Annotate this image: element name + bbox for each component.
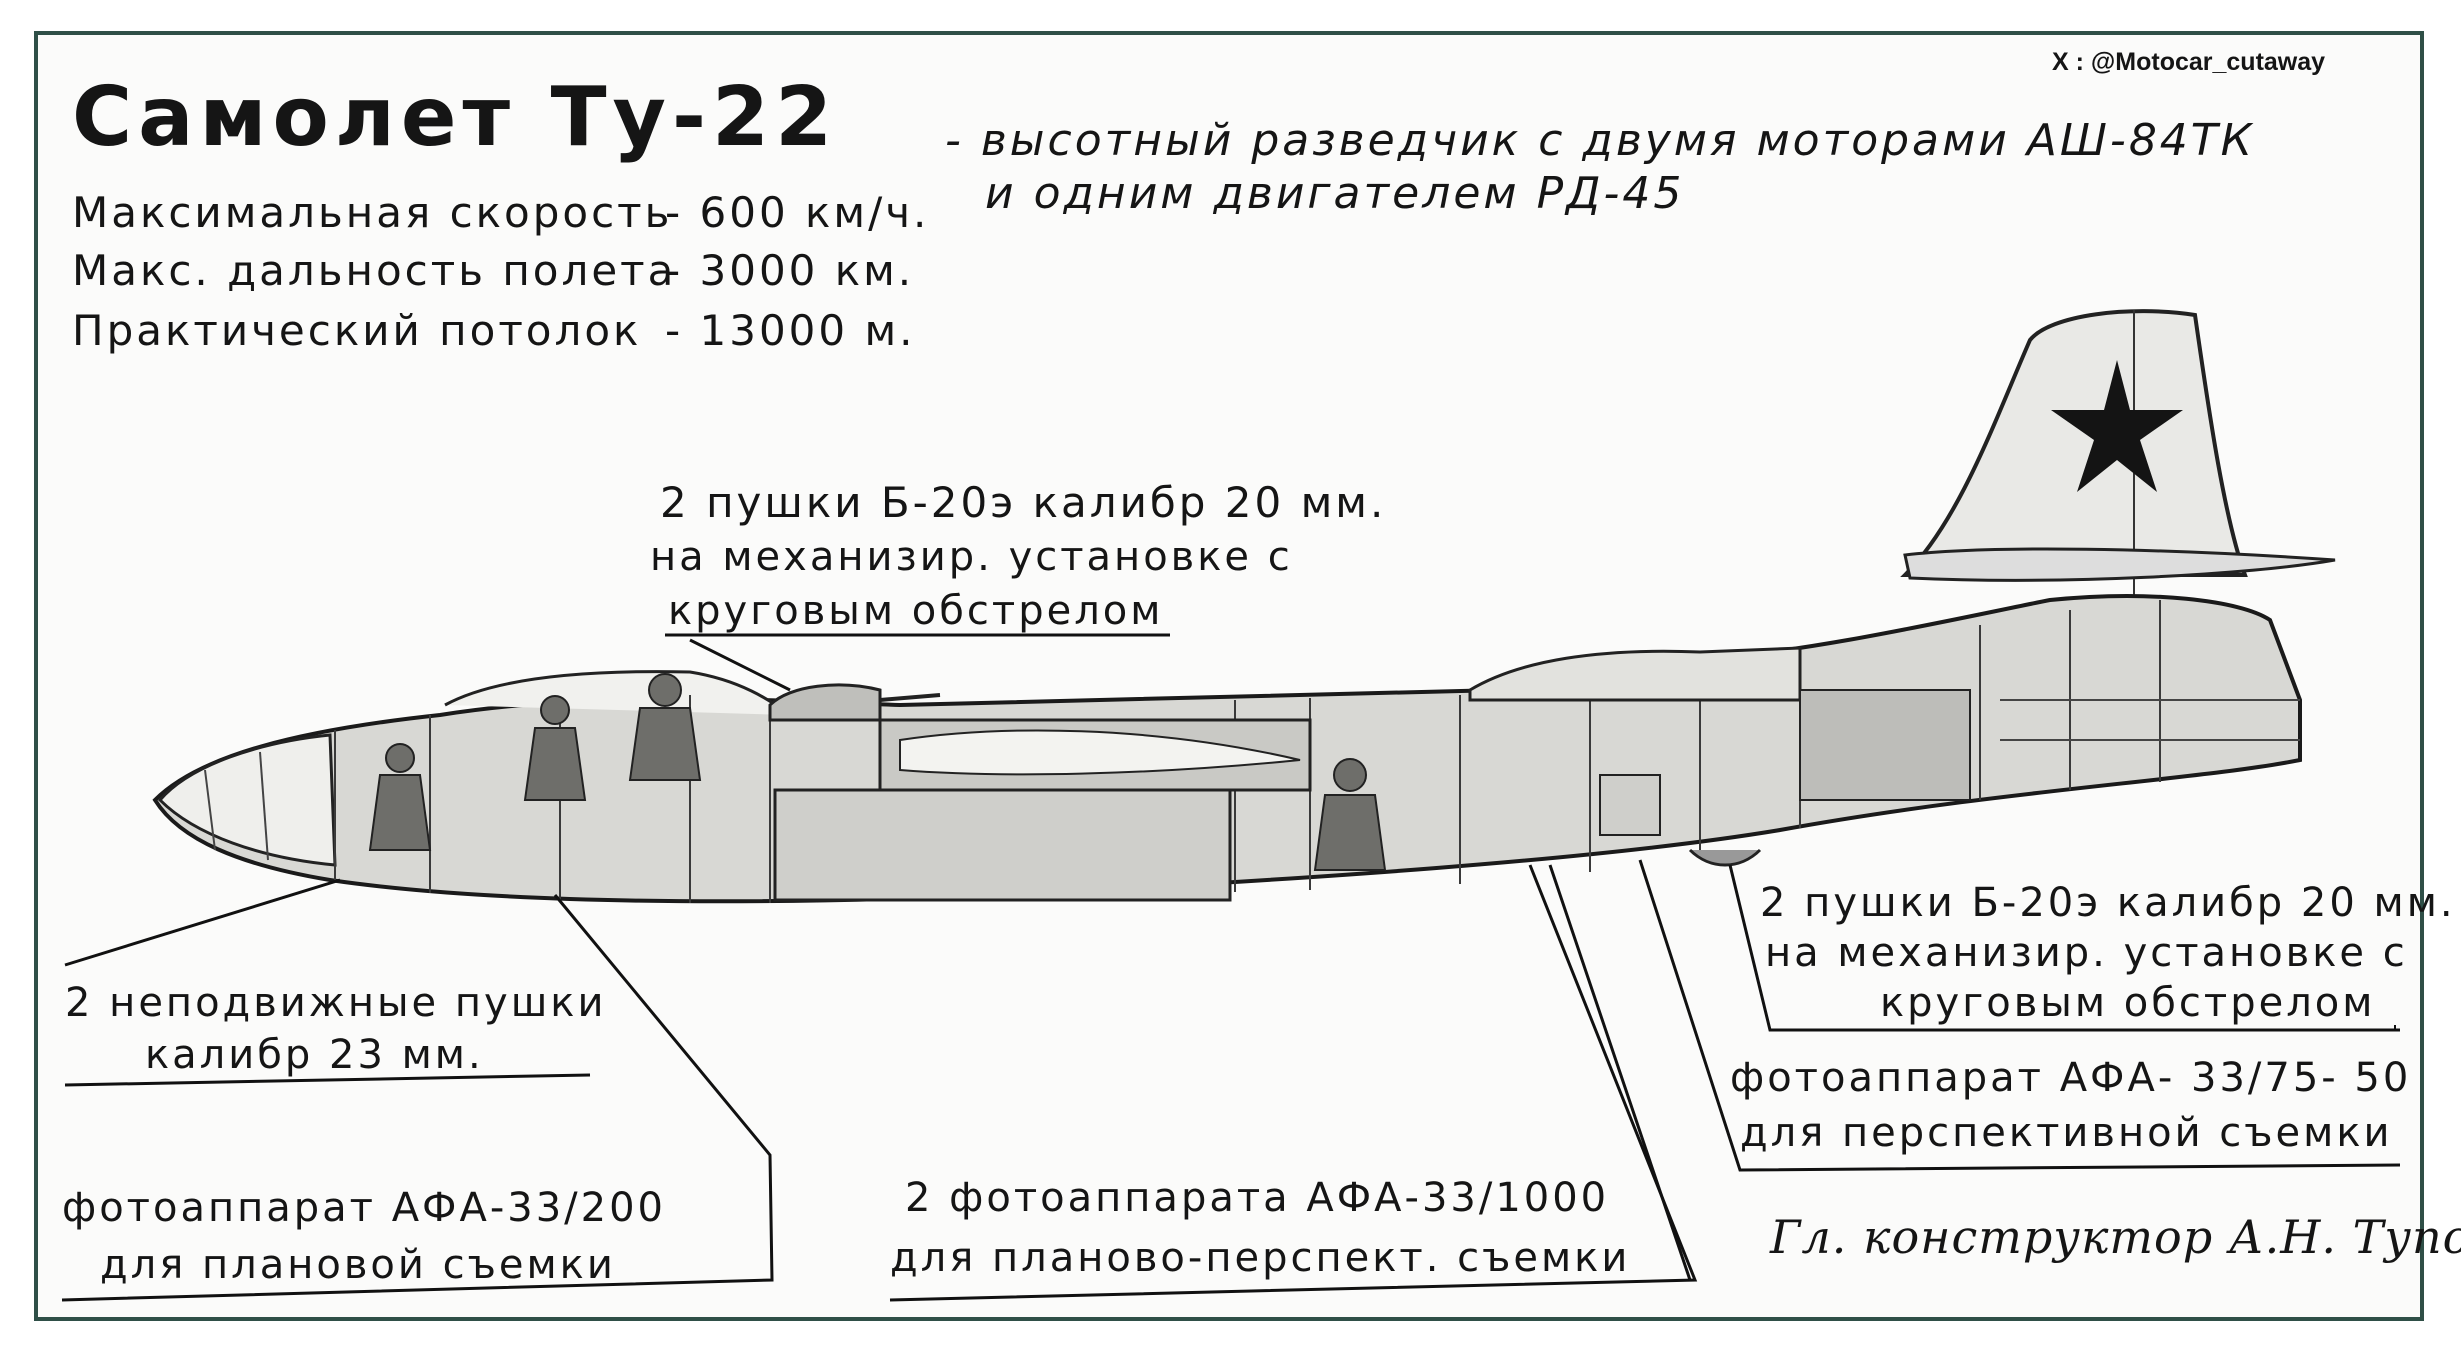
tail-fin: [1900, 309, 2248, 577]
subtitle-line-2: и одним двигателем РД-45: [985, 168, 1685, 219]
fixed-guns-line-2: калибр 23 мм.: [145, 1032, 484, 1078]
spec-label-ceiling: Практический потолок: [72, 306, 642, 355]
chief-designer-signature: Гл. конструктор А.Н. Туполев: [1770, 1210, 2461, 1264]
camera-vertical-line-1: фотоаппарат АФА-33/200: [62, 1185, 667, 1231]
nose-glazing: [157, 733, 337, 867]
canopy: [444, 670, 791, 717]
cameras-oblique-line-1: 2 фотоаппарата АФА-33/1000: [905, 1175, 1610, 1221]
rear-guns-line-3: круговым обстрелом: [1880, 980, 2376, 1026]
subtitle-line-1: - высотный разведчик с двумя моторами АШ…: [945, 115, 2255, 166]
wing-root: [1468, 646, 1802, 702]
rear-guns-line-2: на механизир. установке с: [1765, 930, 2408, 976]
star-emblem: [2051, 360, 2183, 492]
credit-handle: X : @Motocar_cutaway: [2052, 48, 2326, 76]
top-guns-line-3: круговым обстрелом: [668, 588, 1164, 634]
spec-label-speed: Максимальная скорость: [72, 188, 673, 237]
top-guns-line-1: 2 пушки Б-20э калибр 20 мм.: [660, 478, 1387, 527]
cameras-oblique-line-2: для планово-перспект. съемки: [890, 1235, 1631, 1281]
horizontal-stabilizer: [1903, 547, 2336, 582]
spec-value-range: - 3000 км.: [665, 246, 915, 295]
spec-value-ceiling: - 13000 м.: [665, 306, 916, 355]
top-guns-line-2: на механизир. установке с: [650, 534, 1293, 580]
camera-perspective-line-2: для перспективной съемки: [1740, 1110, 2393, 1156]
fixed-guns-line-1: 2 неподвижные пушки: [65, 980, 607, 1026]
fuel-tank: [773, 788, 1232, 902]
spec-label-range: Макс. дальность полета: [72, 246, 677, 295]
rear-guns-line-1: 2 пушки Б-20э калибр 20 мм.: [1760, 880, 2456, 926]
camera-vertical-line-2: для плановой съемки: [100, 1242, 616, 1288]
spec-value-speed: - 600 км/ч.: [665, 188, 930, 237]
camera-perspective-line-1: фотоаппарат АФА- 33/75- 50: [1730, 1055, 2412, 1101]
diagram-title: Самолет Ту-22: [72, 70, 839, 165]
